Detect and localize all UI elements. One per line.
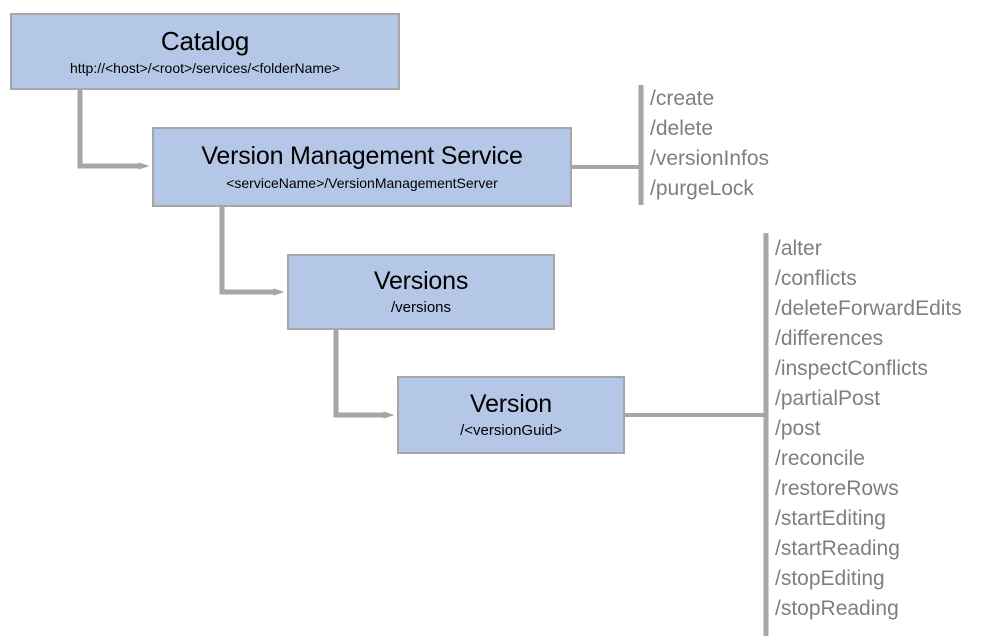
endpoint-item[interactable]: /stopReading [775, 597, 899, 620]
node-catalog-path: http://<host>/<root>/services/<folderNam… [69, 59, 341, 76]
endpoint-item[interactable]: /delete [650, 117, 714, 140]
endpoint-item[interactable]: /reconcile [775, 447, 865, 470]
endpoint-item[interactable]: /purgeLock [650, 177, 754, 200]
node-version[interactable]: Version /<versionGuid> [397, 376, 625, 454]
endpoint-item[interactable]: /post [775, 417, 821, 440]
endpoint-item[interactable]: /create [650, 87, 715, 110]
node-catalog-title: Catalog [160, 26, 250, 56]
node-versions[interactable]: Versions /versions [287, 254, 555, 330]
endpoint-item[interactable]: /startEditing [775, 507, 886, 530]
endpoint-item[interactable]: /deleteForwardEdits [775, 297, 962, 320]
endpoint-list-version: /alter /conflicts /deleteForwardEdits /d… [775, 234, 962, 624]
node-version-management-service-title: Version Management Service [201, 142, 523, 171]
endpoint-item[interactable]: /stopEditing [775, 567, 885, 590]
endpoint-item[interactable]: /inspectConflicts [775, 357, 928, 380]
node-version-management-service-path: <serviceName>/VersionManagementServer [226, 174, 498, 191]
endpoint-item[interactable]: /startReading [775, 537, 900, 560]
connector-vms-to-versions [219, 207, 274, 292]
endpoint-item[interactable]: /differences [775, 327, 884, 350]
connector-versions-to-version [333, 330, 384, 415]
endpoint-item[interactable]: /partialPost [775, 387, 881, 410]
connector-version-to-endpoints [625, 233, 769, 636]
endpoint-item[interactable]: /conflicts [775, 267, 857, 290]
endpoint-item[interactable]: /alter [775, 237, 822, 260]
node-versions-path: /versions [390, 299, 452, 316]
endpoint-list-version-management-service: /create /delete /versionInfos /purgeLock [650, 84, 769, 204]
node-version-path: /<versionGuid> [460, 422, 562, 439]
node-version-title: Version [470, 389, 552, 418]
endpoint-item[interactable]: /restoreRows [775, 477, 899, 500]
endpoint-item[interactable]: /versionInfos [650, 147, 770, 170]
node-catalog[interactable]: Catalog http://<host>/<root>/services/<f… [10, 13, 400, 90]
node-version-management-service[interactable]: Version Management Service <serviceName>… [152, 127, 572, 207]
node-versions-title: Versions [373, 266, 469, 295]
connector-catalog-to-vms [77, 90, 139, 166]
connector-vms-to-endpoints [572, 85, 644, 205]
